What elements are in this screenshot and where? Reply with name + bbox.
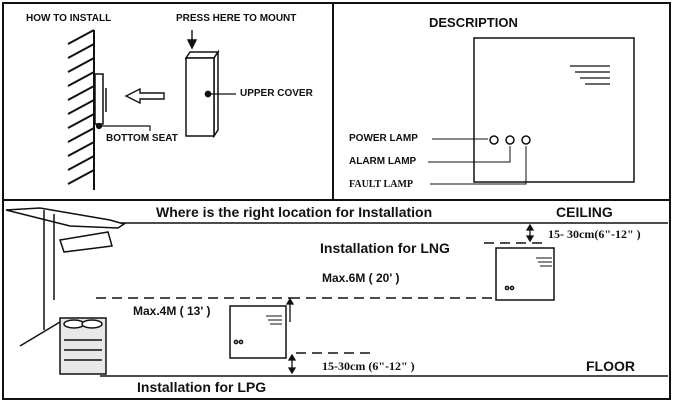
lpg-detector [229,305,287,359]
wall-hatching [67,29,95,190]
lng-installation-label: Installation for LNG [320,240,450,256]
lpg-installation-label: Installation for LPG [137,379,267,395]
upper-cover-label: UPPER COVER [240,88,313,99]
upper-cover-device [184,49,236,139]
kitchen-stove-and-hood [5,207,126,375]
mount-direction-arrow-icon [124,87,165,105]
alarm-lamp-label: ALARM LAMP [349,156,417,167]
lng-gap-label: 15- 30cm(6"-12" ) [548,227,641,241]
fault-lamp-label: FAULT LAMP [349,179,413,190]
how-to-install-label: HOW TO INSTALL [26,13,112,24]
lng-max-height-label: Max.6M ( 20' ) [322,271,400,285]
power-lamp-label: POWER LAMP [349,133,418,144]
floor-label: FLOOR [586,358,635,374]
height-reference-lines [96,242,548,354]
dimension-arrows [285,223,535,375]
lng-detector [495,247,555,301]
lpg-gap-label: 15-30cm (6"-12" ) [322,359,415,373]
detector-front-view [428,37,635,185]
press-here-label: PRESS HERE TO MOUNT [176,13,297,24]
location-title: Where is the right location for Installa… [156,204,433,220]
description-title: DESCRIPTION [429,15,518,30]
bottom-seat-bracket [94,73,151,131]
press-down-arrow-icon [186,30,198,50]
bottom-seat-label: BOTTOM SEAT [106,133,178,144]
lpg-max-height-label: Max.4M ( 13' ) [133,304,211,318]
ceiling-label: CEILING [556,204,613,220]
